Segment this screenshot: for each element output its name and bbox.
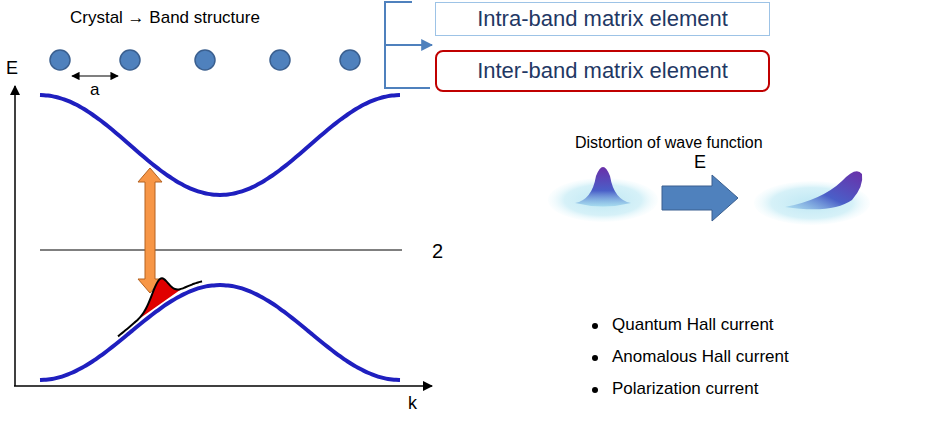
axis-label: k <box>408 393 417 414</box>
field-label: E <box>694 152 706 173</box>
box-text: Inter-band matrix element <box>477 58 728 84</box>
fermi-level-line <box>40 250 402 251</box>
field-arrow <box>662 175 738 221</box>
lattice-constant-arrow <box>72 75 118 76</box>
wave-function-before <box>548 167 658 222</box>
lattice-constant-label: a <box>90 80 99 100</box>
valence-band <box>40 285 400 380</box>
bullet-dots <box>592 323 598 393</box>
section-title: Distortion of wave function <box>575 134 763 152</box>
callout-number: 2 <box>432 240 443 263</box>
box-text: Intra-band matrix element <box>477 6 728 32</box>
bullet-item: Quantum Hall current <box>612 315 774 335</box>
matrix-element-box: Intra-band matrix element <box>435 2 770 36</box>
bullet-item: Anomalous Hall current <box>612 347 789 367</box>
interband-arrow <box>138 168 162 293</box>
crystal-atoms <box>50 50 360 70</box>
section-title: Crystal → Band structure <box>70 8 260 28</box>
conduction-band <box>40 95 400 195</box>
k-axis <box>14 385 432 387</box>
wave-packet <box>118 278 202 336</box>
wave-function-after <box>754 171 870 225</box>
matrix-element-box: Inter-band matrix element <box>435 50 770 92</box>
energy-axis <box>14 86 16 386</box>
bracket-arrow <box>385 44 432 46</box>
wave-packet-fill <box>140 278 180 318</box>
axis-label: E <box>6 58 18 79</box>
bullet-item: Polarization current <box>612 379 758 399</box>
